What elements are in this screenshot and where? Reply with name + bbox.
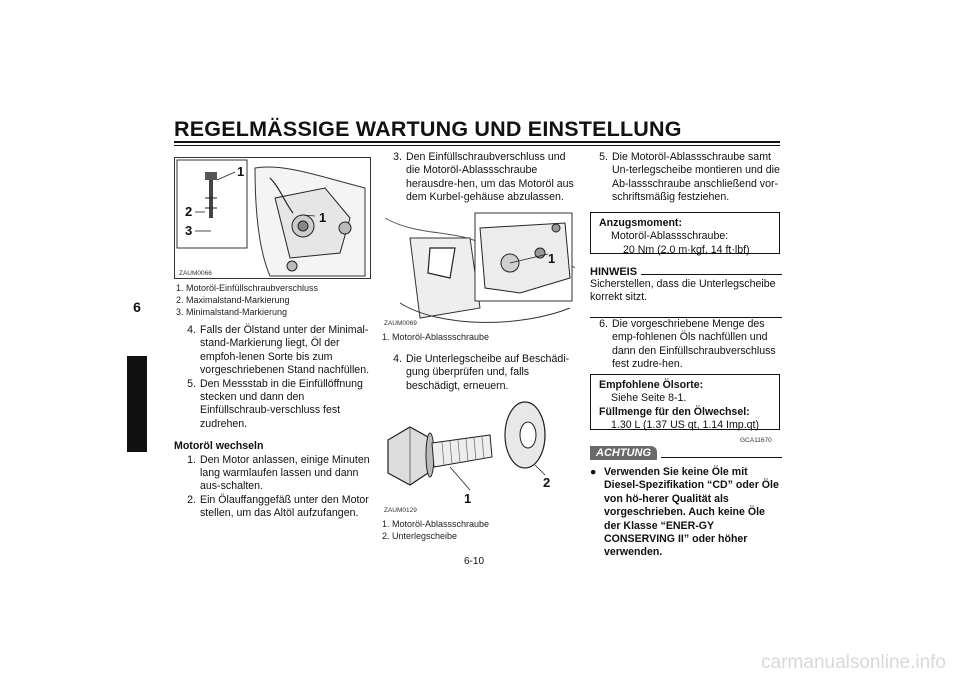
bullet-icon: ● — [590, 466, 597, 478]
figure-ref: ZAUM0069 — [384, 320, 417, 327]
achtung-caution: ACHTUNG ● Verwenden Sie keine Öle mit Di… — [590, 446, 782, 560]
step-3: 3.Den Einfüllschraubverschluss und die M… — [393, 151, 574, 204]
figure-captions: 1. Motoröl-Ablassschraube 2. Unterlegsch… — [382, 518, 578, 542]
caution-code: GCA11670 — [740, 437, 772, 444]
box-line: Motoröl-Ablassschraube: — [611, 230, 729, 243]
figure-ref: ZAUM0129 — [384, 507, 417, 514]
hinweis-note: HINWEIS Sicherstellen, dass die Unterleg… — [590, 266, 782, 318]
callout-label-3: 3 — [185, 223, 192, 238]
torque-spec-box: Anzugsmoment: Motoröl-Ablassschraube: 20… — [590, 212, 780, 256]
title-rule-thin — [174, 145, 780, 146]
figure-oil-dipstick: ZAUM0066 1 2 3 1 — [174, 157, 371, 279]
figure-caption: 1. Motoröl-Ablassschraube — [382, 332, 490, 342]
callout-label-1a: 1 — [237, 164, 244, 179]
title-rule — [174, 141, 780, 143]
step-5: 5.Die Motoröl-Ablassschraube samt Un-ter… — [599, 151, 780, 204]
note-end-rule — [590, 316, 782, 318]
step-item: 4.Falls der Ölstand unter der Minimal-st… — [187, 324, 370, 377]
callout-label-1: 1 — [548, 251, 555, 266]
callout-label-1: 1 — [464, 491, 471, 506]
step-6: 6.Die vorgeschriebene Menge des emp-fohl… — [599, 318, 776, 371]
caution-rule — [661, 456, 782, 458]
step-4: 4.Die Unterlegscheibe auf Beschädi-gung … — [393, 353, 570, 392]
box-line: 1.30 L (1.37 US qt, 1.14 Imp.qt) — [611, 419, 760, 432]
callout-label-1b: 1 — [319, 210, 326, 225]
caution-badge: ACHTUNG — [590, 446, 657, 460]
oil-spec-box: Empfohlene Ölsorte: Siehe Seite 8-1. Fül… — [590, 374, 780, 432]
figure-bolt-washer: ZAUM0129 1 2 — [380, 395, 575, 515]
caption-item: 3. Minimalstand-Markierung — [176, 307, 288, 317]
box-line: Siehe Seite 8-1. — [611, 392, 687, 405]
step-item: 1.Den Motor anlassen, einige Minuten lan… — [187, 453, 370, 493]
callout-label-2: 2 — [543, 475, 550, 490]
note-text: Sicherstellen, dass die Unterlegscheibe … — [590, 278, 776, 304]
box-line: 20 Nm (2.0 m·kgf, 14 ft·lbf) — [623, 243, 750, 256]
section-heading: Motoröl wechseln — [174, 440, 264, 453]
note-rule — [641, 273, 782, 275]
step-item: 2.Ein Ölauffanggefäß unter den Motor ste… — [187, 493, 369, 520]
figure-captions: 1. Motoröl-Einfüllschraubverschluss 2. M… — [176, 282, 372, 318]
caption-item: 2. Unterlegscheibe — [382, 531, 458, 541]
box-heading: Anzugsmoment: — [599, 217, 682, 229]
page-number: 6-10 — [464, 556, 485, 567]
caption-item: 1. Motoröl-Ablassschraube — [382, 519, 490, 529]
step-item: 5.Den Messstab in die Einfüllöffnung ste… — [187, 377, 363, 430]
caution-text: Verwenden Sie keine Öle mit Diesel-Spezi… — [604, 466, 779, 559]
chapter-number: 6 — [133, 299, 141, 315]
caption-item: 1. Motoröl-Einfüllschraubverschluss — [176, 283, 319, 293]
figure-ref: ZAUM0066 — [179, 270, 212, 277]
note-heading: HINWEIS — [590, 266, 638, 278]
box-heading: Empfohlene Ölsorte: — [599, 379, 704, 391]
page-title: REGELMÄSSIGE WARTUNG UND EINSTELLUNG — [174, 117, 682, 141]
steps-col1: 4.Falls der Ölstand unter der Minimal-st… — [174, 324, 374, 521]
box-heading: Füllmenge für den Ölwechsel: — [599, 405, 750, 418]
figure-drain-bolt-location: ZAUM0069 1 — [380, 208, 575, 328]
chapter-tab — [127, 356, 147, 452]
caption-item: 2. Maximalstand-Markierung — [176, 295, 290, 305]
callout-label-2: 2 — [185, 204, 192, 219]
watermark: carmanualsonline.info — [761, 652, 946, 673]
